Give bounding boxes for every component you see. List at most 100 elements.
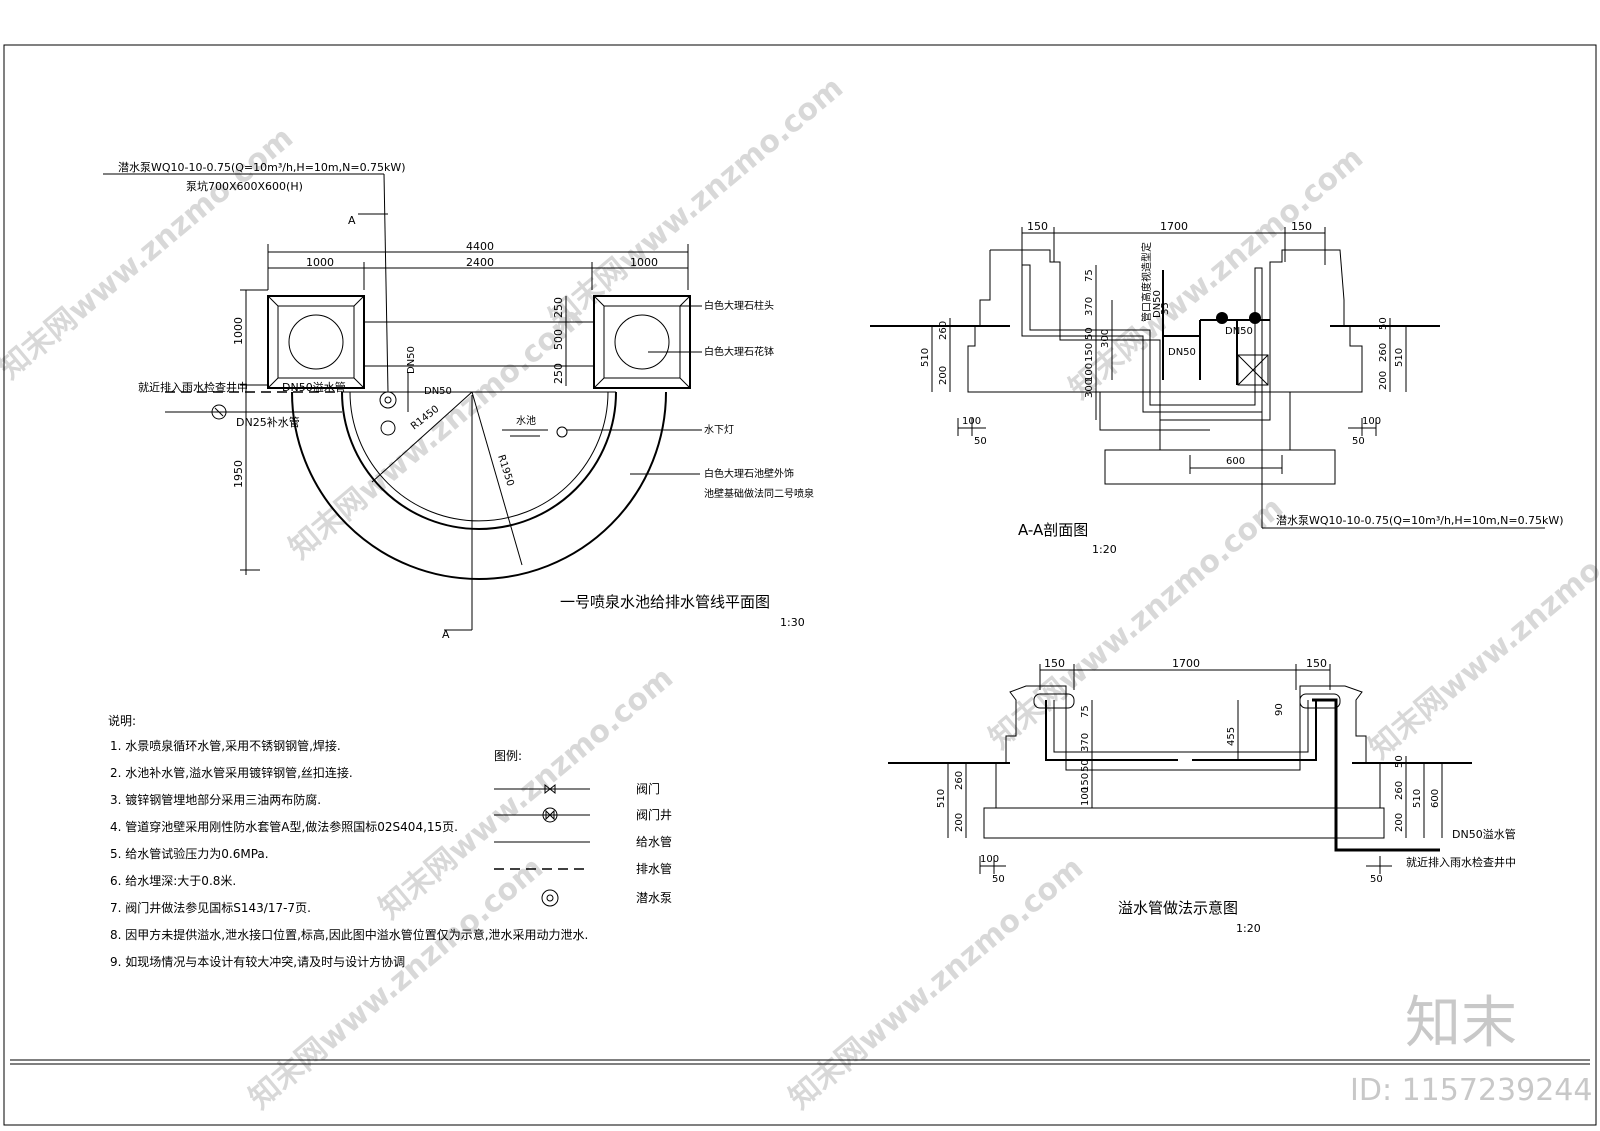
dim-100-bottom-right: 100: [1362, 416, 1381, 427]
watermark-text: 知末网www.znzmo.com: [283, 300, 590, 566]
dim-510-right: 510: [1412, 789, 1423, 808]
leader-line: [383, 173, 389, 393]
overflow-foundation: [983, 807, 1385, 839]
dn50-label-b: DN50: [424, 386, 452, 397]
valve-well-symbol: [211, 404, 227, 420]
overflow-label: DN50溢水管: [282, 380, 346, 394]
section-aa-scale: 1:20: [1092, 543, 1117, 556]
dim-150-left: 150: [1044, 657, 1065, 670]
section-overflow: 150 1700 150 75 370 50 150 100 455 90 51…: [888, 657, 1516, 935]
image-id: ID: 1157239244: [1350, 1073, 1592, 1108]
pillar-left-inner: [277, 305, 355, 379]
dn50-label-a: DN50: [406, 346, 417, 374]
dim-260-left: 260: [954, 771, 965, 790]
pillar-edge: [267, 295, 279, 307]
note-nozzle-height: 管口高度视造型定: [1140, 242, 1153, 322]
dim-75: 75: [1080, 705, 1091, 718]
section-aa: 150 1700 150 75 370 50 150 100 300 300 3…: [870, 220, 1564, 556]
dim-150-right: 150: [1306, 657, 1327, 670]
pillar-right: [593, 295, 691, 389]
legend-valve: 阀门: [636, 781, 660, 796]
dim-75: 75: [1084, 269, 1095, 282]
dim-50-in: 50: [1084, 327, 1095, 340]
overflow-pipe-label: DN50溢水管: [1452, 827, 1516, 841]
legend-pump: 潜水泵: [636, 891, 672, 905]
note-item: 4. 管道穿池壁采用刚性防水套管A型,做法参照国标02S404,15页.: [110, 819, 458, 834]
dim-100-in: 100: [1080, 787, 1091, 806]
dim-1700: 1700: [1160, 220, 1188, 233]
brand-logo: 知末: [1405, 991, 1517, 1056]
flower-bowl-right: [614, 314, 670, 370]
underwater-light: [556, 426, 568, 438]
overflow-section-outline: [995, 685, 1381, 809]
legend-supply-pipe: 给水管: [636, 834, 672, 849]
dim-260-left: 260: [938, 321, 949, 340]
section-mark-bottom: A: [442, 628, 450, 641]
dim-50-bottom-left: 50: [974, 436, 987, 447]
valve-well-icon-inner: [545, 809, 555, 821]
plan-title: 一号喷泉水池给排水管线平面图: [560, 593, 770, 611]
note-wall-1: 白色大理石池壁外饰: [704, 467, 794, 480]
note-item: 7. 阀门井做法参见国标S143/17-7页.: [110, 900, 311, 915]
dim-r3: 250: [552, 363, 565, 384]
pool-inner-edge: [349, 391, 609, 522]
dn50-h2: DN50: [1225, 326, 1253, 337]
dim-50-bottom-right: 50: [1370, 874, 1383, 885]
note-item: 2. 水池补水管,溢水管采用镀锌钢管,丝扣连接.: [110, 765, 353, 780]
valve-well-icon: [542, 807, 558, 823]
drawing-frame: [3, 44, 1597, 1126]
dim-370: 370: [1084, 297, 1095, 316]
pit-foundation: [1104, 449, 1336, 485]
pillar-left: [267, 295, 365, 389]
dim-150-left: 150: [1027, 220, 1048, 233]
note-item: 3. 镀锌钢管埋地部分采用三油两布防腐.: [110, 792, 321, 807]
section-outline-left: [967, 250, 1100, 393]
dim-510-left: 510: [920, 348, 931, 367]
dim-150-in: 150: [1084, 343, 1095, 362]
dim-510-right: 510: [1394, 348, 1405, 367]
pillar-edge: [593, 295, 605, 307]
plan-scale: 1:30: [780, 616, 805, 629]
valve-dot: [1249, 312, 1261, 324]
dim-50-right: 50: [1394, 755, 1405, 768]
pillar-edge: [679, 377, 691, 389]
pool-label: 水池: [516, 414, 536, 427]
dim-50-right: 50: [1378, 317, 1389, 330]
pump-outlet-circle: [380, 420, 396, 436]
legend-heading: 图例:: [494, 749, 522, 763]
plan-view: 潜水泵WQ10-10-0.75(Q=10m³/h,H=10m,N=0.75kW)…: [103, 160, 814, 641]
valve-dot: [1216, 312, 1228, 324]
valve-well-symbol: [214, 407, 224, 417]
dn50-h1: DN50: [1168, 347, 1196, 358]
dim-left: 1000: [306, 256, 334, 269]
dim-1700: 1700: [1172, 657, 1200, 670]
dim-r1: 250: [552, 297, 565, 318]
dim-260-right: 260: [1394, 781, 1405, 800]
dim-v2: 1950: [232, 460, 245, 488]
dim-50-in: 50: [1080, 759, 1091, 772]
dim-150-right: 150: [1291, 220, 1312, 233]
dim-100-bottom-left: 100: [980, 854, 999, 865]
pillar-edge: [353, 295, 365, 307]
note-item: 9. 如现场情况与本设计有较大冲突,请及时与设计方协调: [110, 954, 405, 969]
dim-260-right: 260: [1378, 343, 1389, 362]
section-overflow-scale: 1:20: [1236, 922, 1261, 935]
note-pillar-head: 白色大理石柱头: [704, 299, 774, 312]
drain-label-overflow: 就近排入雨水检查井中: [1406, 855, 1516, 869]
section-overflow-title: 溢水管做法示意图: [1118, 899, 1238, 917]
dim-200-right: 200: [1394, 813, 1405, 832]
note-flower-bowl: 白色大理石花钵: [704, 345, 774, 358]
notes-heading: 说明:: [108, 713, 136, 728]
dim-90: 90: [1274, 703, 1285, 716]
note-item: 8. 因甲方未提供溢水,泄水接口位置,标高,因此图中溢水管位置仅为示意,泄水采用…: [110, 927, 588, 942]
dim-370: 370: [1080, 733, 1091, 752]
section-outline: [990, 249, 1363, 431]
note-item: 6. 给水埋深:大于0.8米.: [110, 874, 236, 888]
pump-symbol: [379, 391, 397, 409]
valve-icon: [544, 783, 556, 795]
radius-line: [471, 391, 523, 566]
pump-symbol-inner: [384, 396, 392, 404]
radius-line: [371, 391, 473, 483]
pool-inner-wall: [341, 391, 617, 530]
